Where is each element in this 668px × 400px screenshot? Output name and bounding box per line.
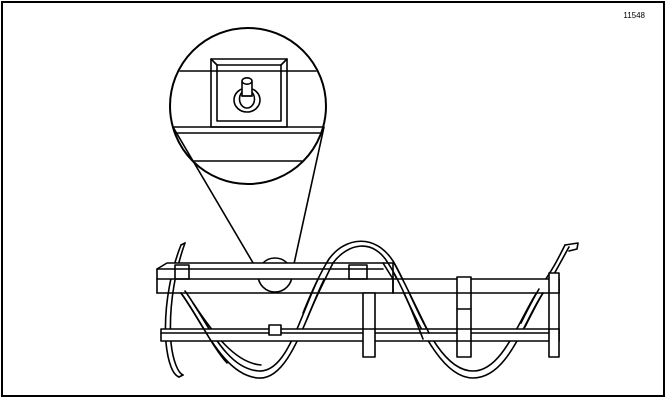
callout-line-left — [172, 126, 260, 274]
grease-fitting-icon — [233, 77, 261, 113]
figure-number: 11548 — [623, 11, 645, 20]
upper-frame-bar — [156, 262, 560, 294]
auger-flighting — [180, 240, 579, 379]
detail-callout — [169, 27, 327, 293]
auger-flighting-front — [180, 258, 544, 364]
callout-line-right — [291, 126, 325, 274]
magnifier-circle — [169, 27, 327, 185]
magnified-bracket — [171, 58, 325, 162]
auger-illustration — [156, 27, 579, 379]
auger-assembly — [156, 240, 579, 379]
frame-posts — [268, 272, 560, 358]
lower-frame-bar — [160, 328, 560, 342]
